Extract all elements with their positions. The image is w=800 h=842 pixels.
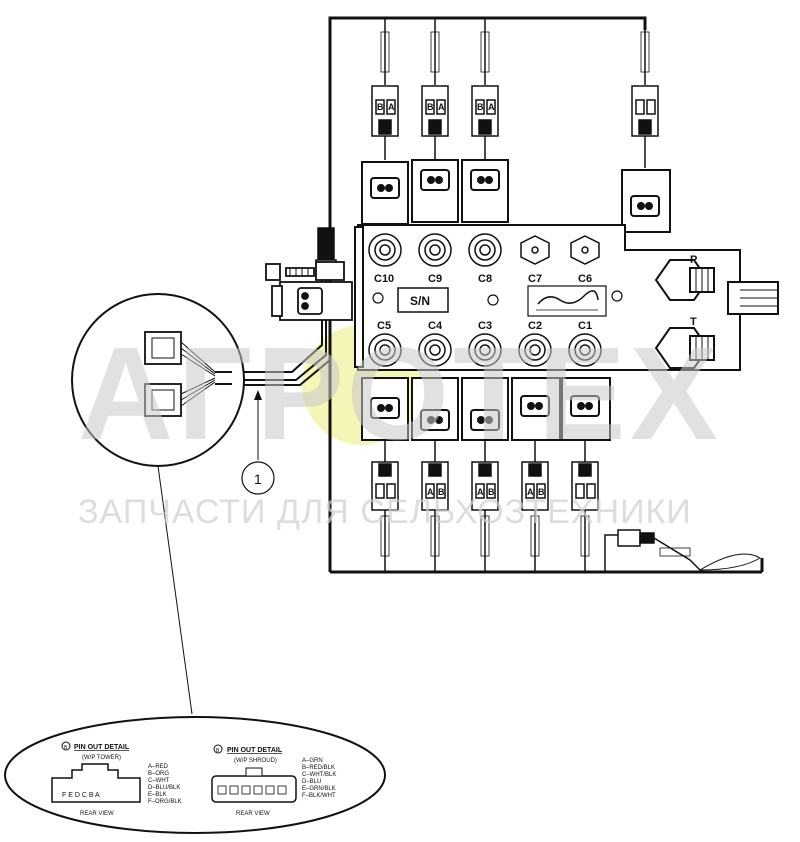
port-label-c7: C7 [528,273,542,285]
bottom-connector-5[interactable] [571,461,599,511]
pin-label-a: A [488,102,495,112]
watermark-logo: AГРОТЕХ [78,320,722,467]
watermark-subtitle: ЗАПЧАСТИ ДЛЯ СЕЛЬХОЗТЕХНИКИ [78,493,692,531]
top-connector-3[interactable] [471,85,499,137]
pinout-shroud-pin-e: E–GRN/BLK [302,786,336,792]
pinout-shroud-subtitle: (W/P SHROUD) [234,758,277,764]
top-connector-4[interactable] [631,85,659,137]
bottom-port-labels: C5 C4 C3 C2 C1 [377,320,592,332]
top-port-fittings [368,233,600,267]
top-connector-2[interactable] [421,85,449,137]
top-coil-leads [384,136,646,168]
port-label-c5: C5 [377,320,391,332]
bottom-coil-c1[interactable] [561,377,611,441]
top-coil-c8[interactable] [461,159,509,223]
port-label-c6: C6 [578,273,592,285]
bottom-connector-1[interactable] [371,461,399,511]
pinout-shroud-pin-d: D–BLU [302,779,321,785]
bottom-connector-pin-labels: A B A B A B [427,487,545,497]
pin-label-b: B [427,102,434,112]
pin-label-b: B [538,487,545,497]
bottom-connector-3[interactable] [471,461,499,511]
bottom-coil-leads [384,440,586,462]
pinout-shroud-pin-b: B–RED/BLK [302,765,335,771]
pinout-tower-view: REAR VIEW [80,811,114,817]
pinout-ellipse [4,716,386,834]
callout-number: 1 [254,471,262,487]
pin-label-a: A [527,487,534,497]
port-label-c9: C9 [428,273,442,285]
port-label-c2: C2 [528,320,542,332]
pinout-shroud-pin-a: A–GRN [302,758,323,764]
serial-plate: S/N [397,287,449,313]
top-branch-wires [384,18,646,85]
pinout-tower-letters: F E D C B A [62,792,100,799]
port-label-c10: C10 [374,273,394,285]
pressure-port-label: P [690,254,697,266]
pin-label-a: A [427,487,434,497]
bottom-wire-tags [380,515,590,557]
top-port-labels: C10 C9 C8 C7 C6 [374,273,592,285]
top-connector-1[interactable] [371,85,399,137]
pin-label-b: B [477,102,484,112]
pinout-tower: B PIN OUT DETAIL (W/P TOWER) A–RED B–ORG… [51,741,182,817]
pin-label-a: A [388,102,395,112]
pin-label-b: B [488,487,495,497]
pinout-shroud-view: REAR VIEW [236,811,270,817]
pinout-tower-pin-c: C–WHT [148,778,170,784]
top-coil-c10[interactable] [361,161,409,225]
pin-label-b: B [438,487,445,497]
pressure-port [654,259,715,301]
pinout-shroud: B PIN OUT DETAIL (W/P SHROUD) A–GRN B–RE… [211,744,336,817]
top-coil-c9[interactable] [411,159,459,223]
bottom-connector-4[interactable] [521,461,549,511]
top-wire-tags [380,31,650,73]
bottom-coil-c3[interactable] [461,377,509,441]
pinout-tower-pin-b: B–ORG [148,771,169,777]
pinout-shroud-pin-f: F–BLK/WHT [302,793,336,799]
pinout-tower-pin-f: F–ORG/BLK [148,799,182,805]
sensor-branch [604,529,761,572]
left-sensor[interactable] [265,261,353,321]
serial-label: S/N [410,294,430,308]
bottom-coil-c5[interactable] [361,377,409,441]
pinout-shroud-pin-c: C–WHT/BLK [302,772,336,778]
pin-label-b: B [377,102,384,112]
top-coil-right[interactable] [621,169,671,233]
leader-line [157,465,193,715]
detail-magnifier [71,293,245,467]
mounting-holes [372,290,623,306]
pinout-shroud-marker: B [216,748,220,754]
pin-label-a: A [477,487,484,497]
top-connector-pin-labels: B A B A B A [377,102,495,112]
port-label-c8: C8 [478,273,492,285]
pinout-tower-pin-a: A–RED [148,764,169,770]
port-label-c4: C4 [428,320,443,332]
bottom-coil-c2[interactable] [511,377,561,441]
pinout-tower-pin-d: D–BLU/BLK [148,785,180,791]
pinout-tower-marker: B [64,745,68,751]
manufacturer-tag [527,285,607,317]
port-label-c1: C1 [578,320,592,332]
pinout-tower-pin-e: E–BLK [148,792,167,798]
pinout-shroud-title: PIN OUT DETAIL [227,747,283,754]
callout: 1 [241,390,275,495]
pinout-tower-subtitle: (W/P TOWER) [82,755,121,761]
pinout-tower-title: PIN OUT DETAIL [74,744,130,751]
pin-label-a: A [438,102,445,112]
bottom-port-fittings [368,333,602,367]
port-label-c3: C3 [478,320,492,332]
tank-port-label: T [690,316,697,328]
bottom-branch-wires [384,510,586,572]
tank-port [654,327,715,369]
